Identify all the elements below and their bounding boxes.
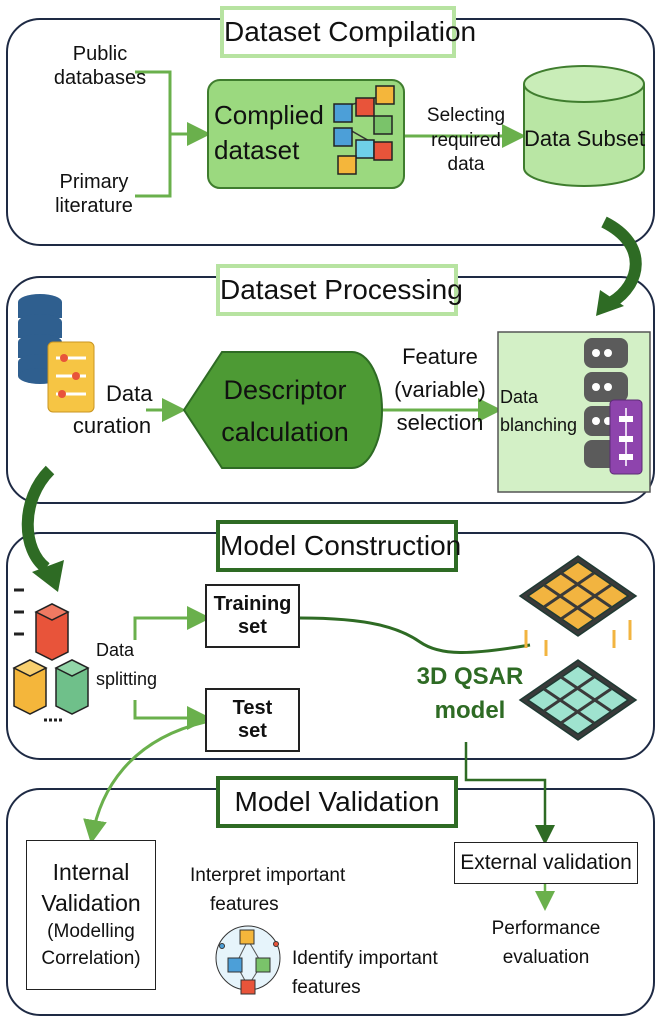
split-to-test-line — [133, 700, 211, 730]
split-to-training-line — [133, 606, 211, 640]
dataset-compilation-title: Dataset Compilation — [220, 6, 476, 58]
external-validation-box: External validation — [454, 842, 638, 884]
curved-arrow-processing-to-construction — [21, 465, 55, 573]
curved-arrow-compilation-to-processing — [601, 216, 642, 308]
training-to-model-curve — [299, 616, 531, 654]
model-construction-title: Model Construction — [216, 520, 461, 572]
test-to-internal-arrow — [83, 720, 206, 844]
model-validation-title: Model Validation — [216, 776, 458, 828]
data-subset-cylinder — [523, 65, 645, 187]
source-merge-lines — [135, 70, 211, 198]
feature-selection-label: Feature(variable)selection — [394, 344, 486, 435]
descriptor-calculation-shape — [182, 351, 383, 469]
model-to-external-arrow — [464, 742, 555, 845]
data-subset-label: Data Subset — [524, 126, 646, 151]
server-sliders-icon — [584, 338, 643, 475]
cubes-network-icon — [333, 85, 395, 175]
internal-validation-box: Internal Validation (Modelling Correlati… — [26, 840, 156, 990]
qsar-grid-icon — [518, 555, 638, 741]
database-sliders-icon — [18, 294, 95, 413]
boxes-split-icon — [12, 588, 90, 722]
network-cubes-icon — [215, 925, 281, 995]
dataset-processing-title: Dataset Processing — [216, 264, 463, 316]
